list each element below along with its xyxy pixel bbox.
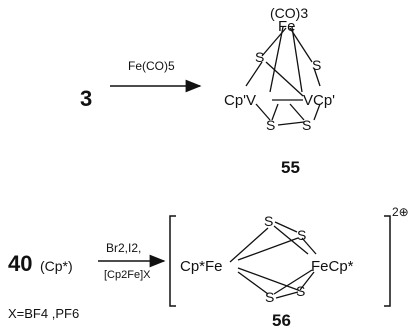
- left-bracket: [169, 215, 176, 307]
- compound-56-label: 56: [272, 311, 291, 330]
- fe-top-atom: Fe: [278, 18, 296, 35]
- reaction1-reagent: Fe(CO)5: [128, 59, 175, 73]
- s-top-left-atom: S: [264, 213, 273, 229]
- carbonyl-label: (CO)3: [270, 5, 308, 21]
- cp-fe-left-group: Cp*Fe: [180, 258, 223, 275]
- s-upper-right-atom: S: [312, 57, 321, 73]
- s-upper-left-atom: S: [255, 49, 264, 65]
- v-cp-right-group: VCp': [303, 92, 335, 109]
- compound-55-label: 55: [281, 158, 300, 177]
- s-bottom-right-atom: S: [296, 283, 305, 299]
- compound-56-structure: S S Cp*Fe FeCp* S S: [180, 213, 354, 305]
- reactant-40-label: 40: [8, 251, 32, 276]
- s-bottom-left-atom: S: [265, 289, 274, 305]
- compound-55-structure: (CO)3 Fe S S Cp'V VCp' S S: [224, 5, 335, 133]
- reaction2-reagent-bottom: [Cp2Fe]X: [104, 269, 151, 281]
- cp-v-left-group: Cp'V: [224, 92, 256, 109]
- fe-cp-right-group: FeCp*: [311, 258, 354, 275]
- reactant-3-label: 3: [80, 86, 92, 111]
- counterion-note: X=BF4 ,PF6: [8, 306, 79, 321]
- right-bracket: [384, 215, 391, 307]
- reaction2-reagent-top: Br2,I2,: [106, 241, 141, 255]
- s-top-right-atom: S: [297, 227, 306, 243]
- reactant-40-ligand: (Cp*): [40, 258, 73, 274]
- charge-label: 2⊕: [392, 205, 409, 219]
- s-lower-right-atom: S: [302, 117, 311, 133]
- s-lower-left-atom: S: [266, 117, 275, 133]
